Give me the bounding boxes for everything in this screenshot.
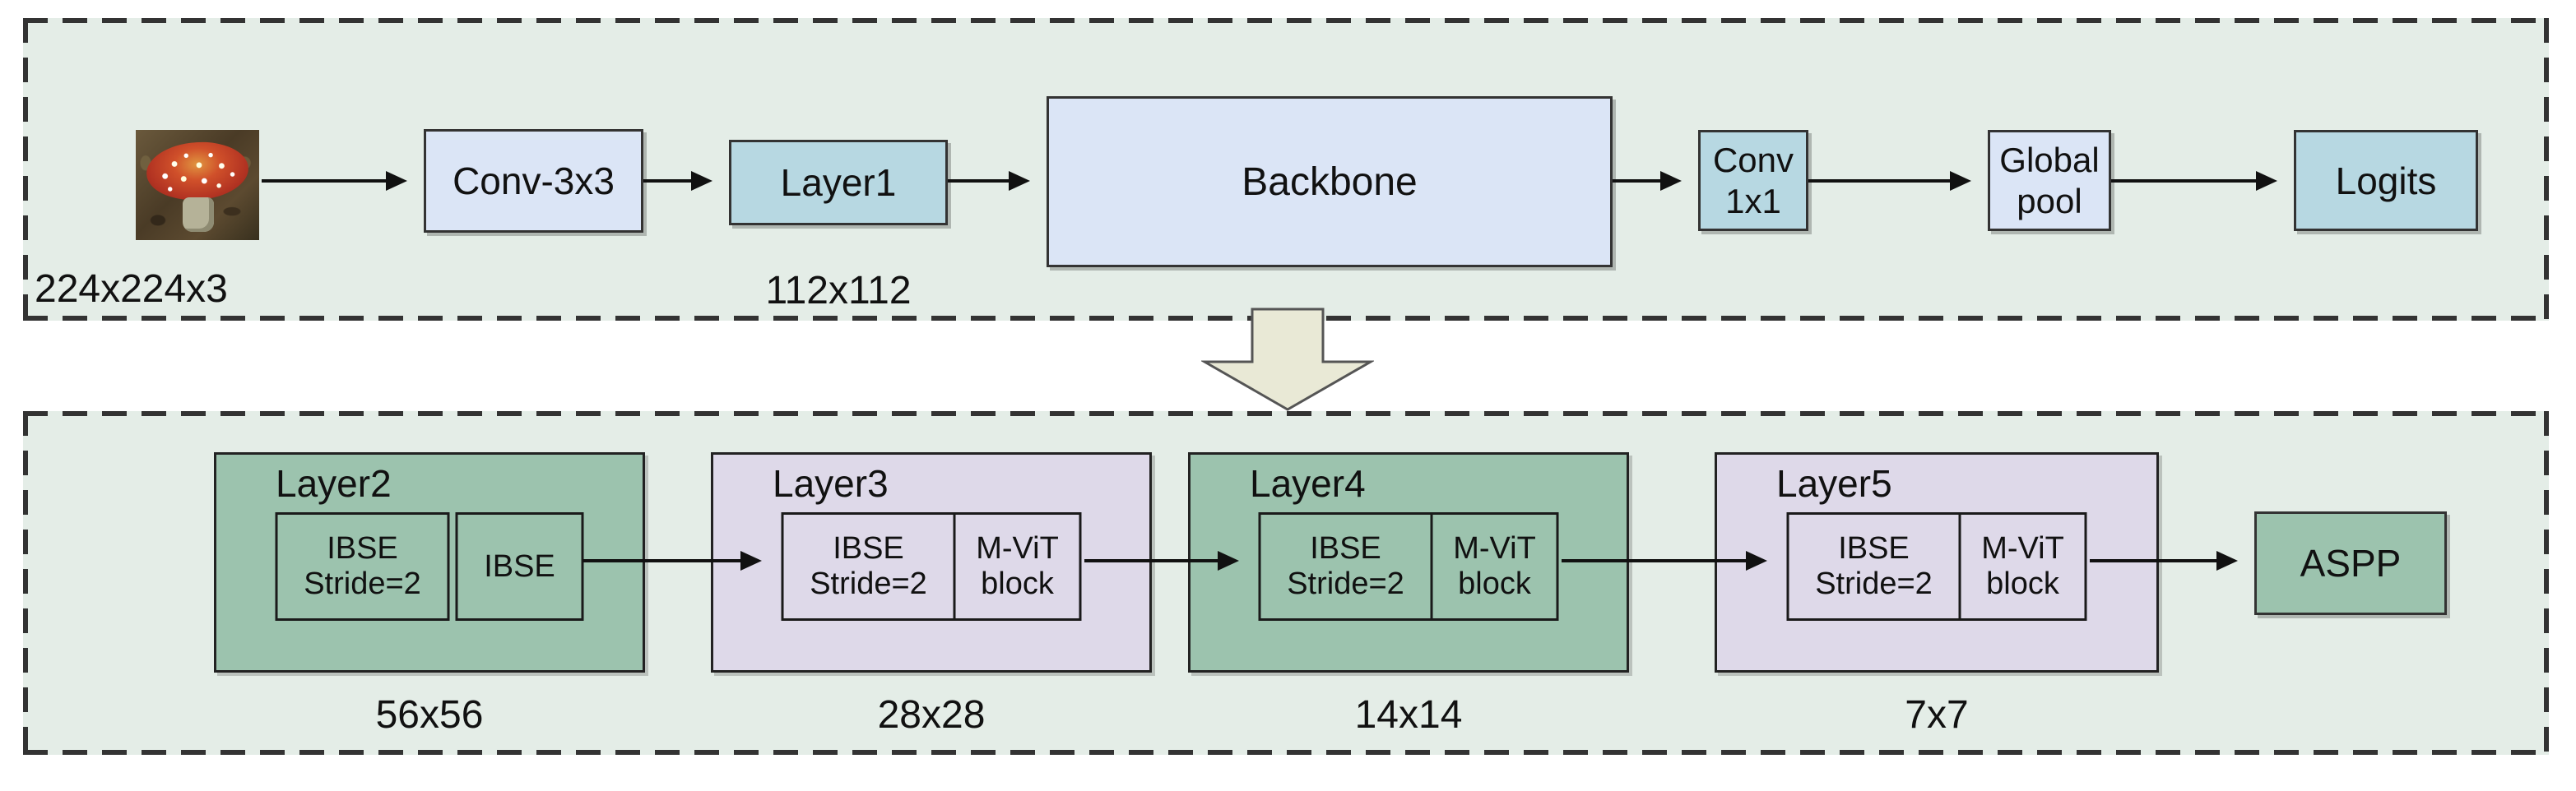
layer4-blocks: IBSE Stride=2 M-ViT block <box>1258 512 1559 621</box>
layer5-card: Layer5 IBSE Stride=2 M-ViT block <box>1715 452 2159 673</box>
layer1-box: Layer1 <box>729 140 948 225</box>
block-label-line: block <box>1986 567 2059 601</box>
block-label-line: Stride=2 <box>1815 567 1933 601</box>
ibse-block: IBSE <box>455 512 584 621</box>
layer3-title: Layer3 <box>773 462 889 505</box>
layer3-card: Layer3 IBSE Stride=2 M-ViT block <box>711 452 1152 673</box>
mvit-block: M-ViT block <box>1958 512 2087 621</box>
layer3-dim-label: 28x28 <box>877 693 986 737</box>
block-label-line: M-ViT <box>1453 531 1536 567</box>
ibse-stride2-block: IBSE Stride=2 <box>1258 512 1433 621</box>
block-label-line: M-ViT <box>976 531 1059 567</box>
mvit-block: M-ViT block <box>953 512 1082 621</box>
layer5-title: Layer5 <box>1776 462 1892 505</box>
flow-arrow <box>1562 551 1767 571</box>
layer2-blocks: IBSE Stride=2 IBSE <box>275 512 584 621</box>
conv1x1-box: Conv 1x1 <box>1698 130 1808 231</box>
input-image-mushroom <box>136 130 259 240</box>
conv3x3-box: Conv-3x3 <box>424 129 643 233</box>
aspp-label: ASPP <box>2300 542 2402 585</box>
block-label-line: block <box>1458 567 1531 601</box>
logits-label: Logits <box>2335 159 2437 202</box>
block-label-line: IBSE <box>1838 531 1910 567</box>
block-label-line: block <box>981 567 1054 601</box>
layer2-card: Layer2 IBSE Stride=2 IBSE <box>214 452 645 673</box>
backbone-detail-panel: Layer2 IBSE Stride=2 IBSE 56x56 Layer3 I… <box>23 411 2549 755</box>
global-pool-label-line2: pool <box>2017 181 2082 220</box>
flow-arrow <box>1084 551 1239 571</box>
layer4-title: Layer4 <box>1250 462 1366 505</box>
ibse-stride2-block: IBSE Stride=2 <box>275 512 450 621</box>
conv3x3-label: Conv-3x3 <box>453 160 615 202</box>
block-label-line: IBSE <box>484 548 555 584</box>
layer1-dim-label: 112x112 <box>765 269 912 312</box>
block-label-line: Stride=2 <box>810 567 927 601</box>
block-label-line: IBSE <box>327 531 398 567</box>
mvit-block: M-ViT block <box>1430 512 1559 621</box>
conv1x1-label-line2: 1x1 <box>1725 181 1781 220</box>
flow-arrow <box>262 171 407 191</box>
layer2-dim-label: 56x56 <box>375 693 484 737</box>
conv1x1-label-line1: Conv <box>1712 140 1794 179</box>
block-label-line: IBSE <box>1310 531 1381 567</box>
layer5-dim-label: 7x7 <box>1905 693 1969 737</box>
layer4-card: Layer4 IBSE Stride=2 M-ViT block <box>1188 452 1629 673</box>
block-label-line: Stride=2 <box>1287 567 1404 601</box>
layer5-blocks: IBSE Stride=2 M-ViT block <box>1786 512 2087 621</box>
flow-arrow <box>643 171 712 191</box>
mushroom-cap <box>144 138 251 204</box>
input-dim-label: 224x224x3 <box>35 267 228 311</box>
layer3-blocks: IBSE Stride=2 M-ViT block <box>781 512 1082 621</box>
flow-arrow <box>1613 171 1682 191</box>
global-pool-label-line1: Global <box>1999 140 2100 179</box>
backbone-box: Backbone <box>1047 96 1613 267</box>
layer4-dim-label: 14x14 <box>1354 693 1463 737</box>
flow-arrow <box>2111 171 2277 191</box>
block-label-line: IBSE <box>833 531 904 567</box>
mushroom-stem <box>183 197 214 232</box>
flow-arrow <box>583 551 762 571</box>
block-label-line: M-ViT <box>1981 531 2064 567</box>
classification-pipeline-panel: 224x224x3 Conv-3x3 Layer1 112x112 Backbo… <box>23 18 2549 321</box>
flow-arrow <box>948 171 1030 191</box>
backbone-label: Backbone <box>1242 160 1418 204</box>
flow-arrow <box>2090 551 2238 571</box>
ibse-stride2-block: IBSE Stride=2 <box>781 512 956 621</box>
aspp-box: ASPP <box>2254 511 2447 615</box>
layer1-label: Layer1 <box>780 161 897 204</box>
layer2-title: Layer2 <box>276 462 392 505</box>
global-pool-box: Global pool <box>1988 130 2111 231</box>
logits-box: Logits <box>2294 130 2478 231</box>
ibse-stride2-block: IBSE Stride=2 <box>1786 512 1961 621</box>
flow-arrow <box>1808 171 1971 191</box>
expand-arrow-icon <box>1201 308 1374 411</box>
block-label-line: Stride=2 <box>304 567 421 601</box>
